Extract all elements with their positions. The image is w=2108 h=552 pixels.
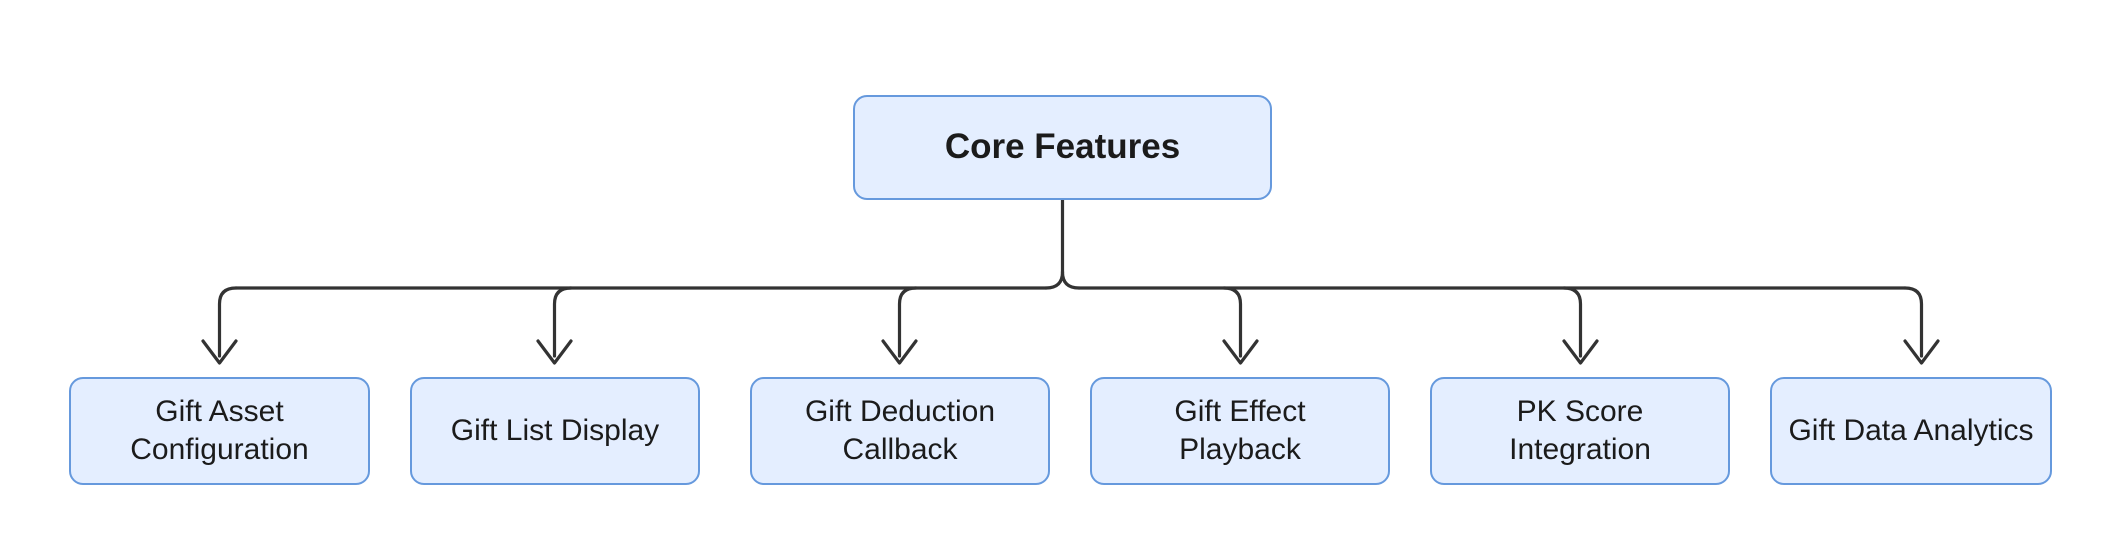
node-label-gift-effect-playback: Gift Effect Playback <box>1174 394 1306 466</box>
node-label-gift-deduction-callback: Gift Deduction Callback <box>804 394 996 466</box>
node-gift-list-display[interactable]: Gift List Display <box>410 377 700 485</box>
node-label-gift-data-analytics: Gift Data Analytics <box>1788 413 2034 447</box>
node-pk-score-integration[interactable]: PK Score Integration <box>1430 377 1730 485</box>
node-label-core-features: Core Features <box>944 127 1181 167</box>
node-gift-data-analytics[interactable]: Gift Data Analytics <box>1770 377 2052 485</box>
edge-drop-2 <box>552 286 573 358</box>
edge-drop-6 <box>1903 286 1924 358</box>
edge-drop-5 <box>1562 286 1583 358</box>
arrowhead-6 <box>1903 339 1940 365</box>
edge-drop-1 <box>217 286 238 358</box>
node-gift-deduction-callback[interactable]: Gift Deduction Callback <box>750 377 1050 485</box>
edge-bus-split-left <box>1044 270 1065 290</box>
node-label-pk-score-integration: PK Score Integration <box>1509 394 1651 466</box>
arrowhead-1 <box>201 339 238 365</box>
arrowhead-3 <box>881 339 918 365</box>
edge-drop-3 <box>897 286 918 358</box>
arrowhead-5 <box>1562 339 1599 365</box>
node-gift-asset-configuration[interactable]: Gift Asset Configuration <box>69 377 370 485</box>
node-label-gift-asset-configuration: Gift Asset Configuration <box>130 394 309 466</box>
node-core-features[interactable]: Core Features <box>853 95 1272 200</box>
arrowhead-2 <box>536 339 573 365</box>
edge-bus-split-right <box>1060 270 1081 290</box>
node-gift-effect-playback[interactable]: Gift Effect Playback <box>1090 377 1390 485</box>
arrowhead-4 <box>1222 339 1259 365</box>
node-label-gift-list-display: Gift List Display <box>450 413 660 447</box>
edge-drop-4 <box>1222 286 1243 358</box>
